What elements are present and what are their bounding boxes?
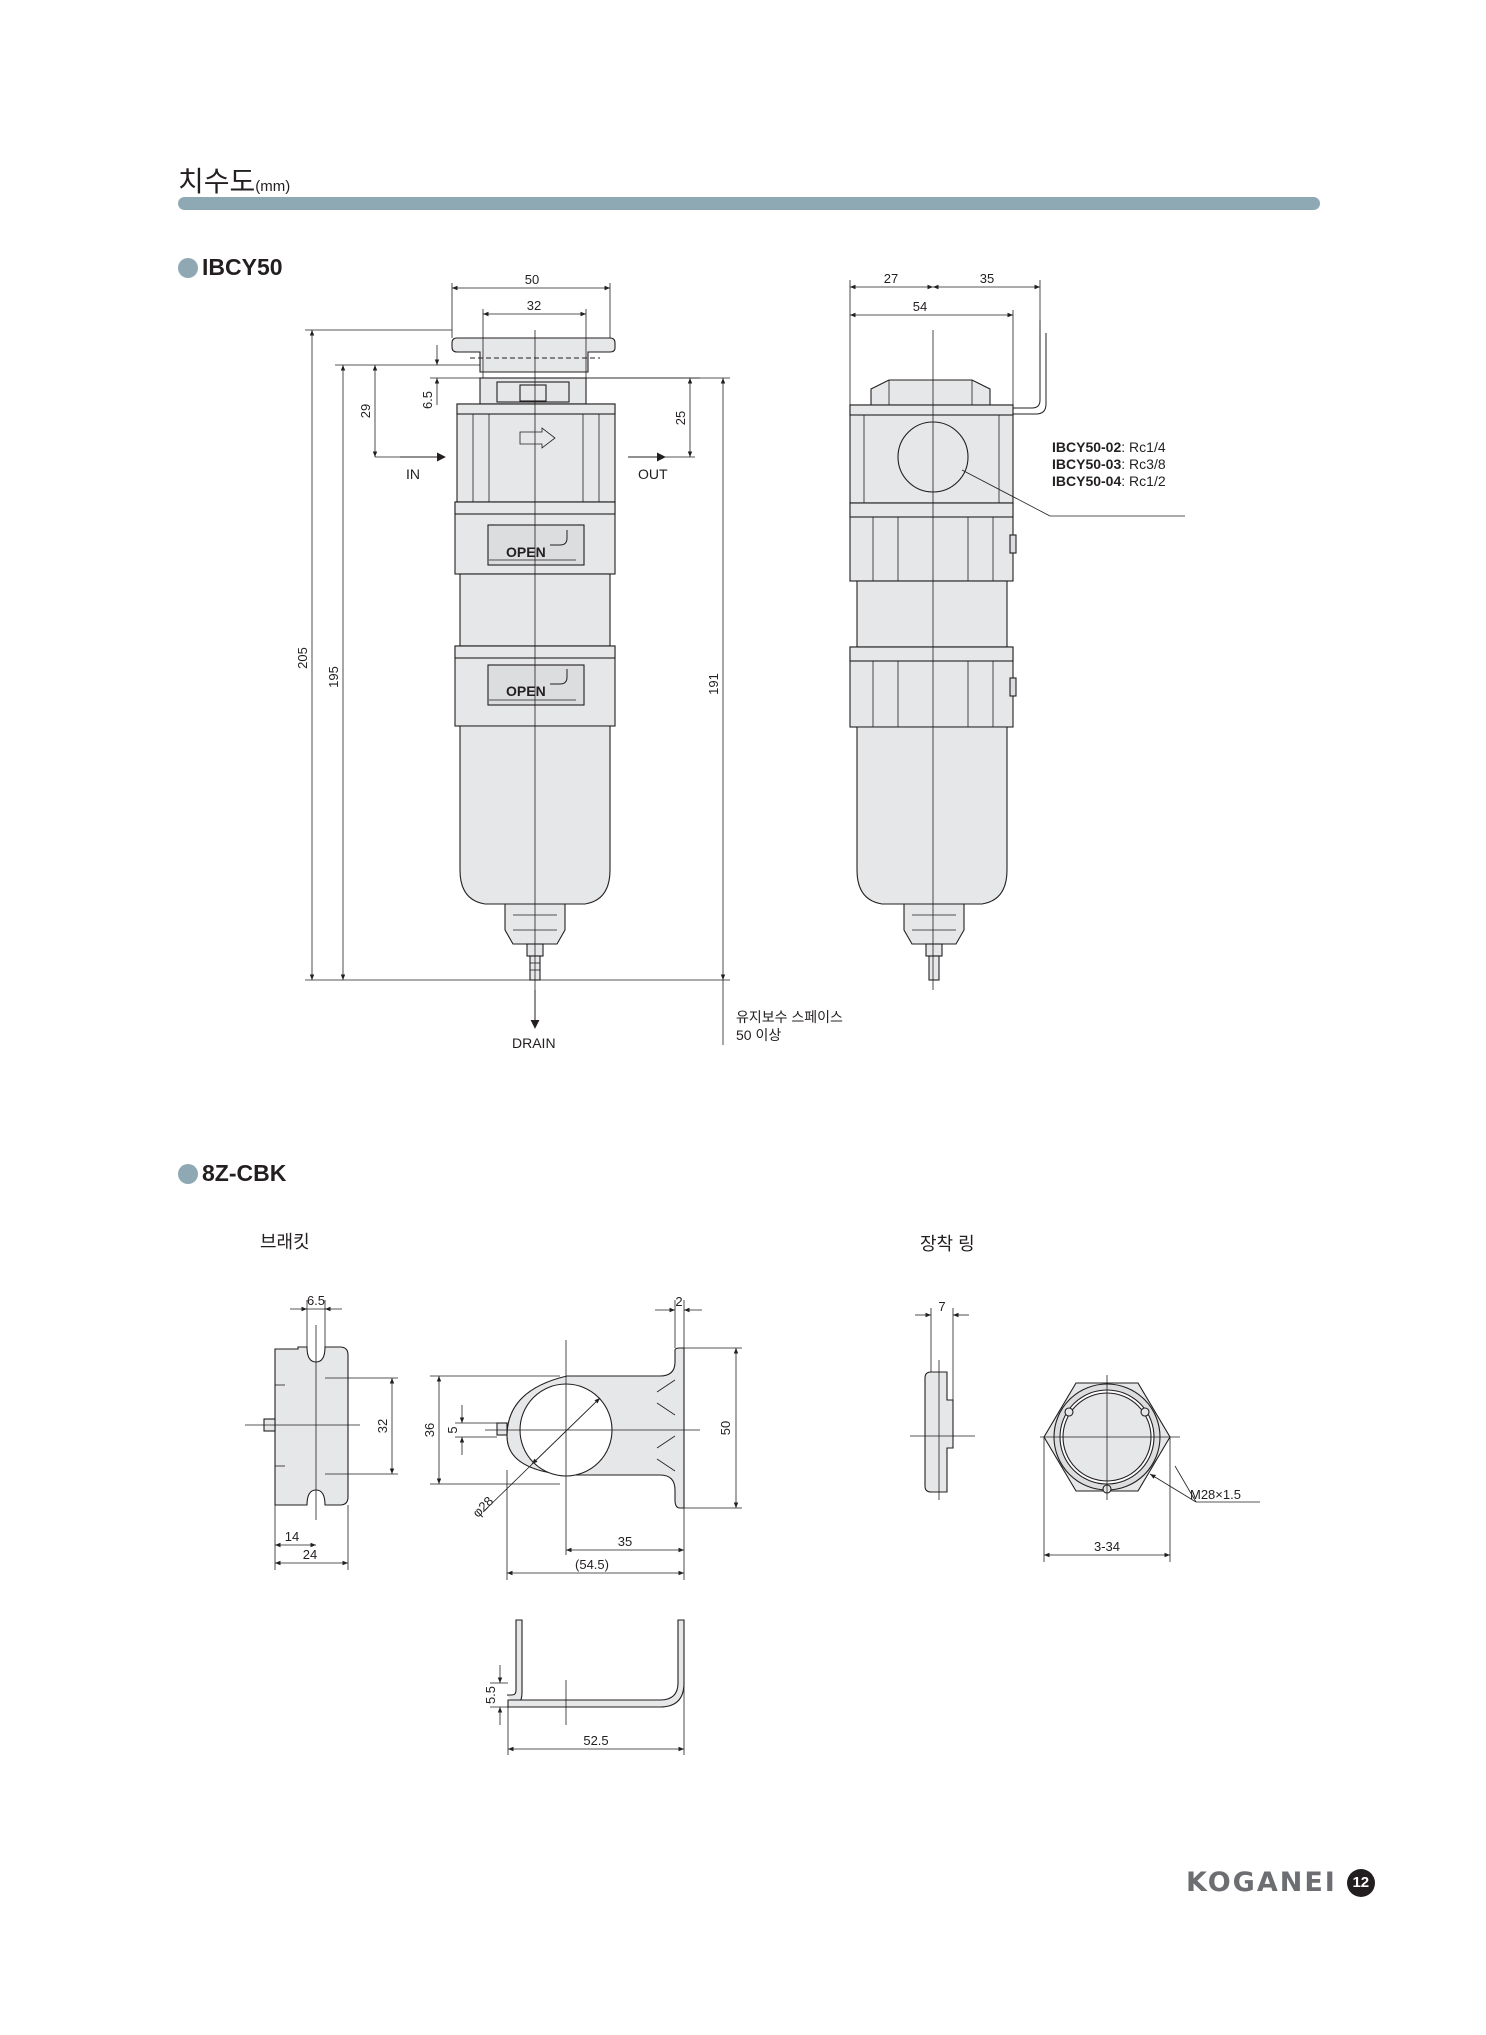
port-row: IBCY50-04: Rc1/2 <box>1052 473 1166 490</box>
port-row: IBCY50-02: Rc1/4 <box>1052 439 1166 456</box>
port-table: IBCY50-02: Rc1/4 IBCY50-03: Rc3/8 IBCY50… <box>1052 439 1166 490</box>
dim-6-5-bracket: 6.5 <box>307 1293 325 1308</box>
port-thread: : Rc1/4 <box>1121 439 1166 455</box>
section-ibcy50-title: IBCY50 <box>178 254 283 281</box>
section-8zcbk-label: 8Z-CBK <box>202 1160 287 1186</box>
dim-195: 195 <box>326 666 341 688</box>
dim-3-34: 3-34 <box>1094 1539 1120 1554</box>
title-unit: (mm) <box>255 178 291 195</box>
bracket-bottom-view: 5.5 52.5 <box>483 1619 685 1755</box>
ring-front-view: M28×1.5 3-34 <box>1040 1375 1260 1562</box>
title-text: 치수도 <box>178 166 256 197</box>
dim-phi28: φ28 <box>469 1493 496 1520</box>
bracket-front-view: 2 36 5 50 φ28 35 (54.5) <box>422 1294 742 1580</box>
dim-14: 14 <box>285 1529 299 1544</box>
brand-logo: KOGANEI <box>1186 1867 1337 1898</box>
bracket-label: 브래킷 <box>260 1232 310 1252</box>
dim-54: 54 <box>913 299 927 314</box>
dim-50-bracket: 50 <box>718 1421 733 1435</box>
bracket-side-view: 6.5 32 14 24 <box>245 1293 398 1570</box>
side-mid <box>856 580 1008 648</box>
side-drain <box>903 903 965 945</box>
front-view <box>375 330 695 1029</box>
drain-label: DRAIN <box>512 1035 556 1051</box>
maintenance-line1: 유지보수 스페이스 <box>736 1009 843 1025</box>
dim-205: 205 <box>295 647 310 669</box>
page-number-badge: 12 <box>1346 1868 1375 1897</box>
header-bar <box>178 197 1320 210</box>
port-model: IBCY50-02 <box>1052 439 1122 455</box>
page-number: 12 <box>1352 1874 1370 1891</box>
maintenance-note: 유지보수 스페이스 50 이상 <box>736 1008 843 1044</box>
dim-32-bracket: 32 <box>375 1419 390 1433</box>
ring-side-view: 7 <box>910 1299 975 1500</box>
footer-brand: KOGANEI 12 <box>1186 1867 1375 1898</box>
dim-29: 29 <box>358 404 373 418</box>
dim-35-bracket: 35 <box>618 1534 632 1549</box>
front-head <box>456 403 616 503</box>
page-title: 치수도(mm) <box>178 160 290 200</box>
open-label: OPEN <box>506 683 546 699</box>
dim-50: 50 <box>525 272 539 287</box>
dim-7: 7 <box>938 1299 945 1314</box>
bullet-icon <box>178 1163 198 1184</box>
out-label: OUT <box>638 466 668 482</box>
dim-35: 35 <box>980 271 994 286</box>
dim-25: 25 <box>673 411 688 425</box>
flow-arrow-icon <box>519 427 556 449</box>
dim-52-5: 52.5 <box>583 1733 608 1748</box>
front-bracket-top <box>451 337 616 373</box>
bullet-icon <box>178 257 198 278</box>
port-row: IBCY50-03: Rc3/8 <box>1052 456 1166 473</box>
open-arrow-icon <box>550 669 568 685</box>
dim-27: 27 <box>884 271 898 286</box>
dim-36: 36 <box>422 1423 437 1437</box>
dim-24: 24 <box>303 1547 317 1562</box>
maintenance-line2: 50 이상 <box>736 1027 782 1043</box>
dim-2: 2 <box>675 1294 682 1309</box>
dim-m28: M28×1.5 <box>1190 1487 1241 1502</box>
port-model: IBCY50-04 <box>1052 473 1122 489</box>
dim-5-5: 5.5 <box>483 1686 498 1704</box>
port-thread: : Rc1/2 <box>1121 473 1166 489</box>
section-ibcy50-label: IBCY50 <box>202 254 283 280</box>
port-thread: : Rc3/8 <box>1121 456 1166 472</box>
open-label: OPEN <box>506 544 546 560</box>
side-view <box>849 320 1185 990</box>
front-dimensions: 50 32 205 195 29 6.5 25 191 IN OUT DRAIN… <box>295 272 730 1051</box>
open-arrow-icon <box>550 530 568 546</box>
in-label: IN <box>406 466 420 482</box>
dim-32: 32 <box>527 298 541 313</box>
section-8zcbk-title: 8Z-CBK <box>178 1160 286 1187</box>
dim-191: 191 <box>706 673 721 695</box>
dim-54-5: (54.5) <box>575 1557 609 1572</box>
mounting-ring-label: 장착 링 <box>920 1234 975 1254</box>
dim-6-5: 6.5 <box>420 391 435 409</box>
port-model: IBCY50-03 <box>1052 456 1122 472</box>
side-bowl <box>856 726 1008 905</box>
dim-5: 5 <box>445 1426 460 1433</box>
side-dimensions: 27 35 54 <box>849 271 1041 405</box>
